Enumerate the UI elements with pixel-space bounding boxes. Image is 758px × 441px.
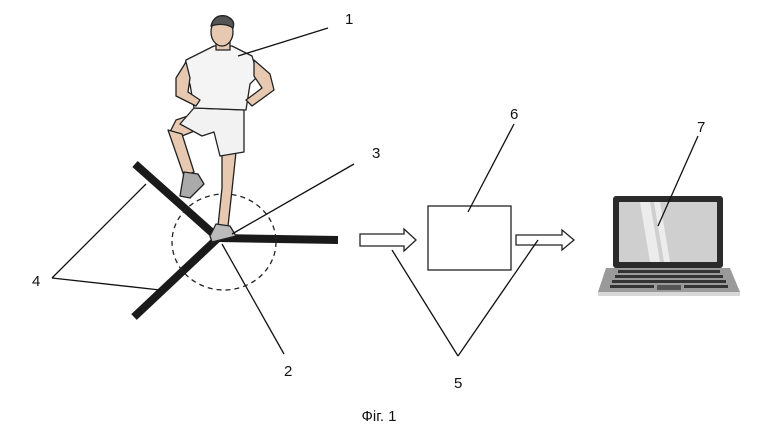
leader-3 [231, 163, 355, 235]
platform-bar-right [217, 234, 339, 244]
label-7: 7 [697, 119, 705, 136]
label-3: 3 [372, 145, 380, 162]
signal-arrow-in [359, 227, 417, 253]
platform-bar-lower [131, 235, 221, 320]
figure-caption: Фіг. 1 [361, 408, 397, 425]
label-2: 2 [284, 363, 292, 380]
leader-5b [457, 239, 539, 357]
label-5: 5 [454, 375, 462, 392]
processing-unit-box [427, 205, 512, 271]
leader-5a [391, 249, 459, 357]
leader-2 [221, 243, 285, 355]
leader-4b [51, 277, 161, 291]
label-1: 1 [345, 11, 353, 28]
label-6: 6 [510, 106, 518, 123]
leader-6 [467, 123, 515, 213]
laptop-icon [598, 196, 740, 296]
leader-7 [657, 135, 699, 227]
leader-4a [51, 183, 147, 279]
platform-bar-upper [132, 161, 221, 241]
leader-1 [237, 27, 329, 57]
platform-bars [131, 161, 339, 320]
athlete-figure-icon [167, 15, 275, 243]
label-4: 4 [32, 273, 40, 290]
signal-arrow-out [515, 228, 576, 252]
